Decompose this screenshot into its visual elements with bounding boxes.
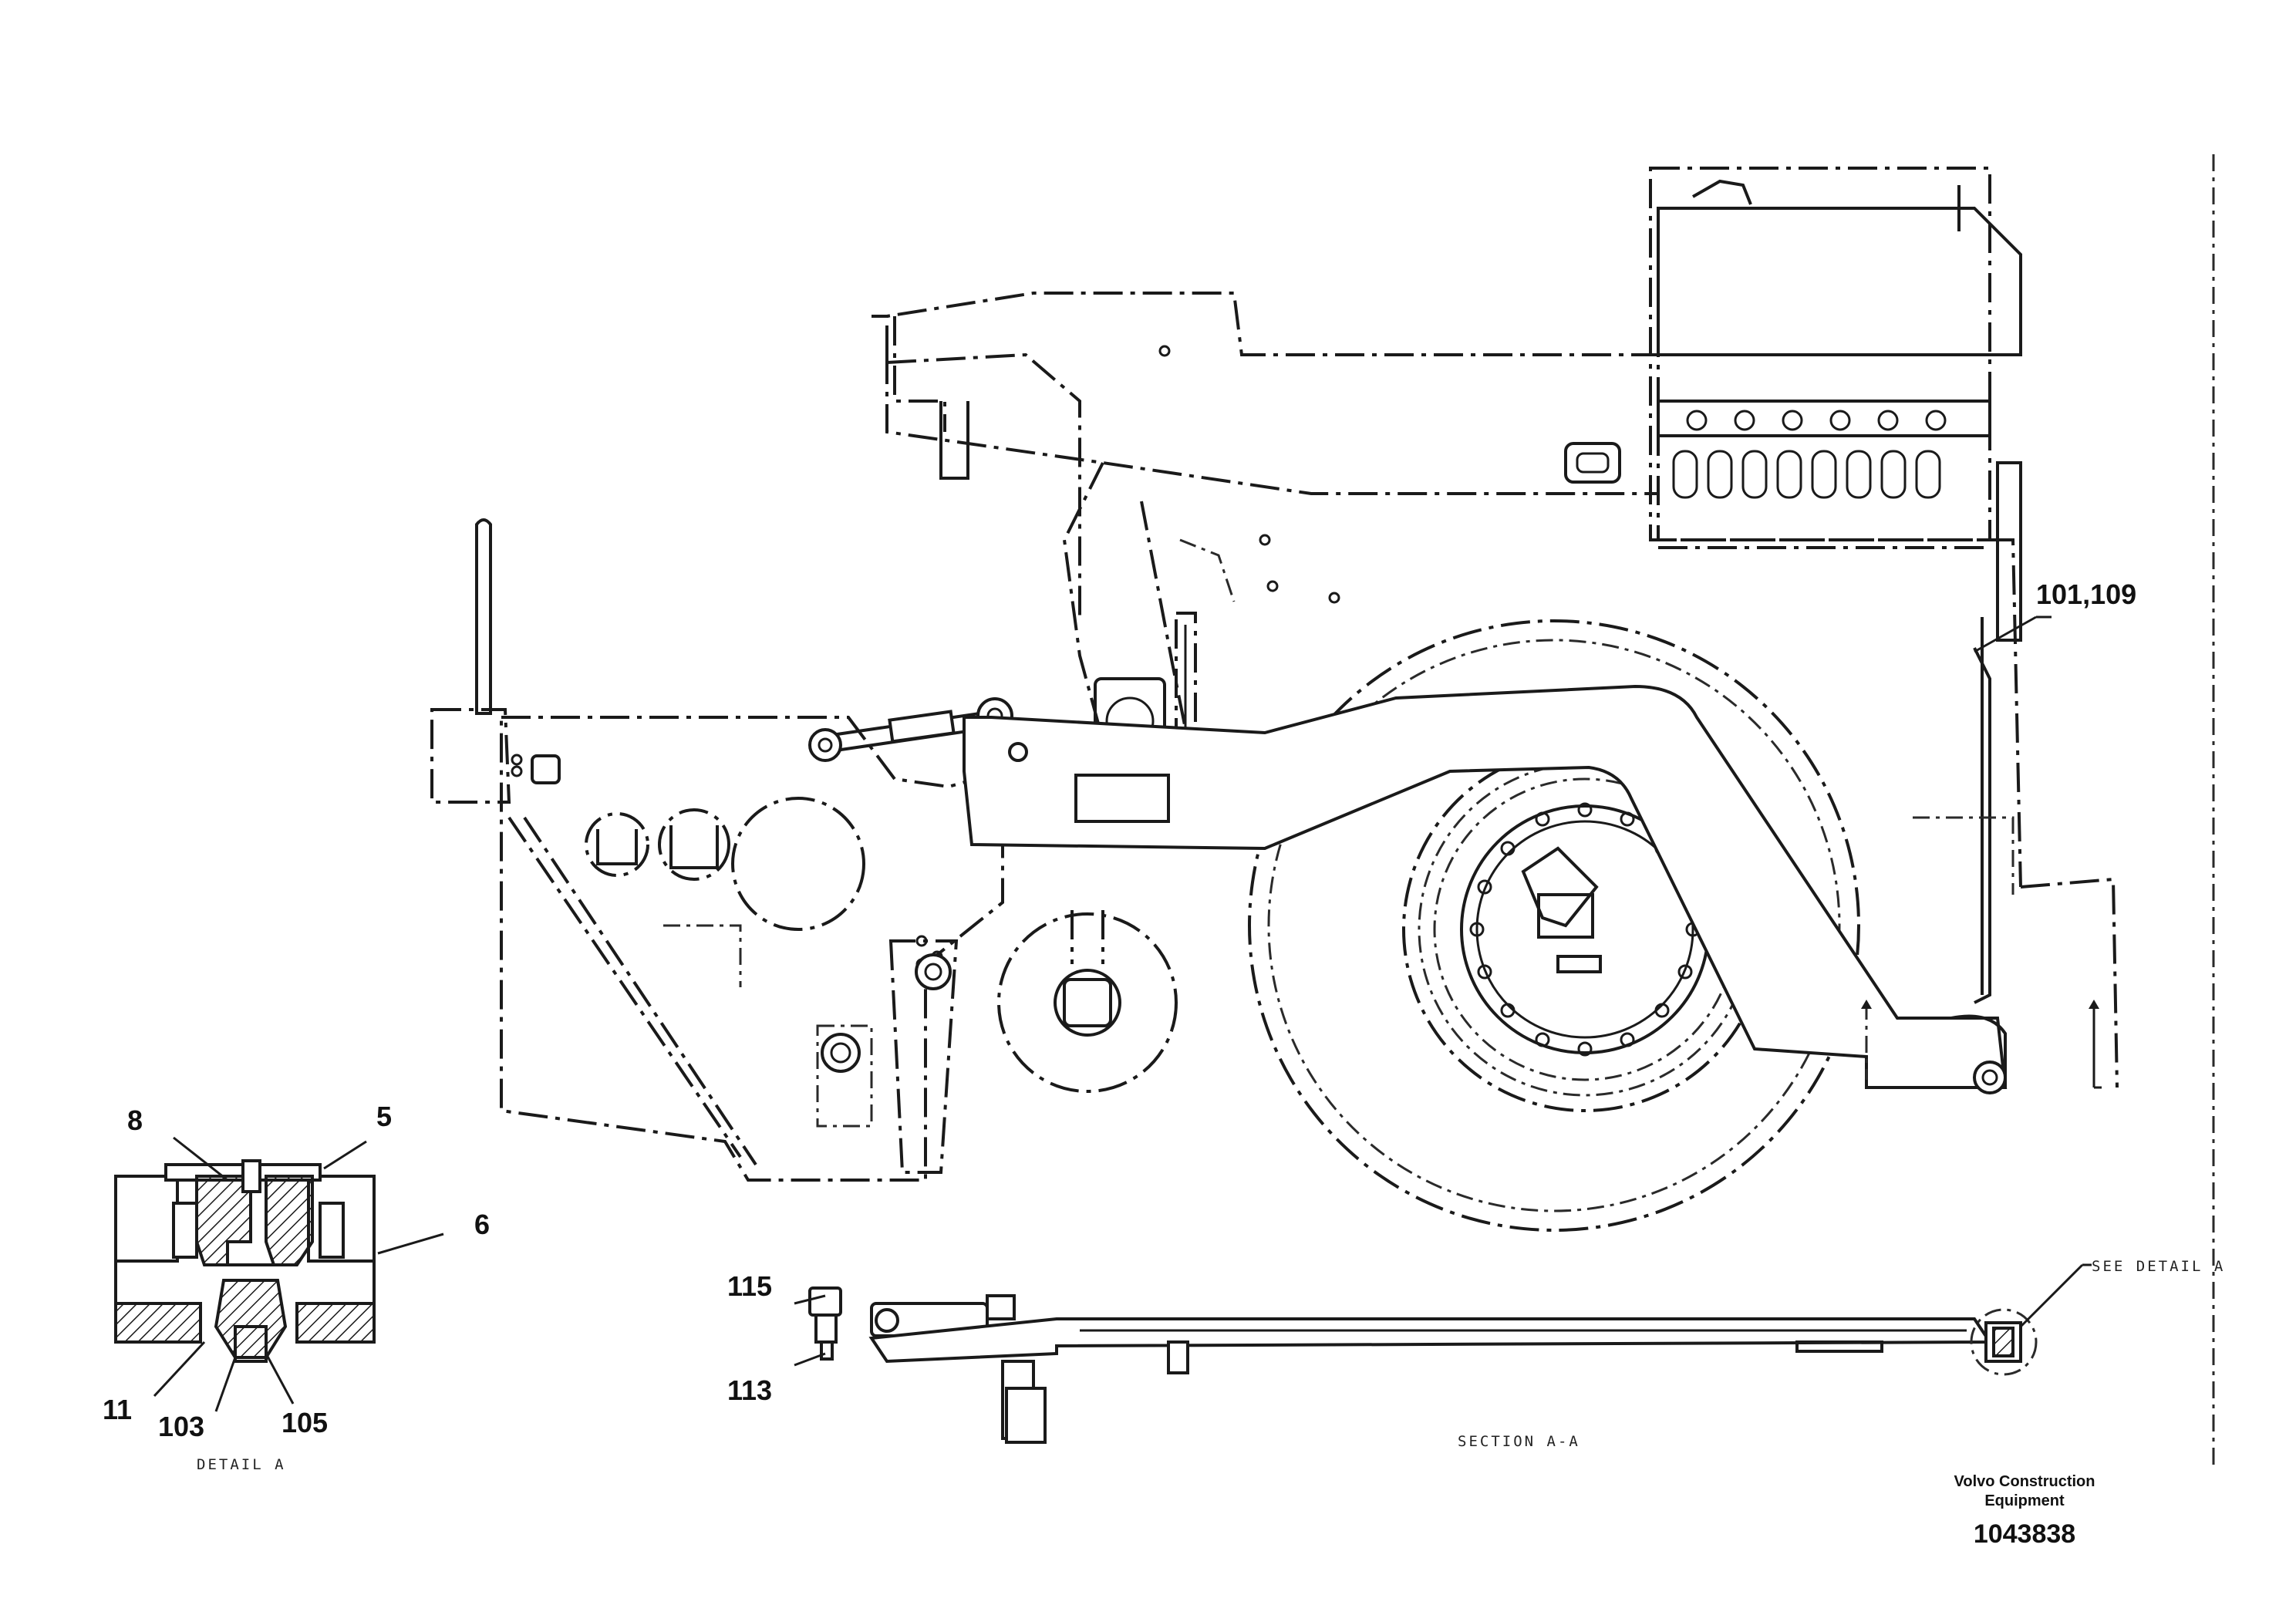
view-labels: DETAIL A SECTION A-A SEE DETAIL A: [197, 1258, 2225, 1473]
main-frame-plate: [430, 708, 1004, 1182]
title-block: Volvo Construction Equipment 1043838: [1954, 1473, 2095, 1549]
callout-115: 115: [727, 1270, 772, 1302]
callout-103: 103: [158, 1411, 204, 1442]
grille-slots: [1672, 450, 1941, 499]
engine-bolt-row: [1686, 410, 1947, 431]
drawing-number: 1043838: [1974, 1519, 2075, 1549]
engine-compartment: [1649, 167, 2022, 549]
callout-101-109: 101,109: [2036, 578, 2136, 610]
company-name-line1: Volvo Construction: [1954, 1473, 2095, 1490]
callout-8: 8: [127, 1104, 143, 1136]
vertical-post: [475, 518, 492, 715]
label-detail-a: DETAIL A: [197, 1456, 286, 1473]
callouts: 101,109 8 5 6 11 103 105 115 113: [103, 578, 2136, 1442]
label-see-detail-a: SEE DETAIL A: [2092, 1258, 2225, 1275]
fitting-115-113: [808, 1286, 842, 1361]
hydraulic-cylinder: [808, 697, 1013, 762]
callout-11: 11: [103, 1394, 132, 1425]
callout-5: 5: [376, 1101, 392, 1132]
detail-a-view: [114, 1159, 376, 1363]
main-arm: [963, 684, 2008, 1094]
machine-side-view: [430, 154, 2215, 1465]
rear-rod: [1861, 461, 2119, 1089]
label-section-a-a: SECTION A-A: [1458, 1433, 1580, 1450]
frame-ports: [585, 797, 865, 931]
front-roller: [997, 910, 1178, 1093]
callout-113: 113: [727, 1374, 772, 1406]
callout-105: 105: [282, 1407, 328, 1438]
section-a-a-view: [808, 1286, 2038, 1444]
leader-lines: [153, 615, 2092, 1412]
company-name-line2: Equipment: [1984, 1492, 2065, 1509]
left-gears: [816, 677, 1166, 1174]
callout-6: 6: [474, 1209, 490, 1240]
